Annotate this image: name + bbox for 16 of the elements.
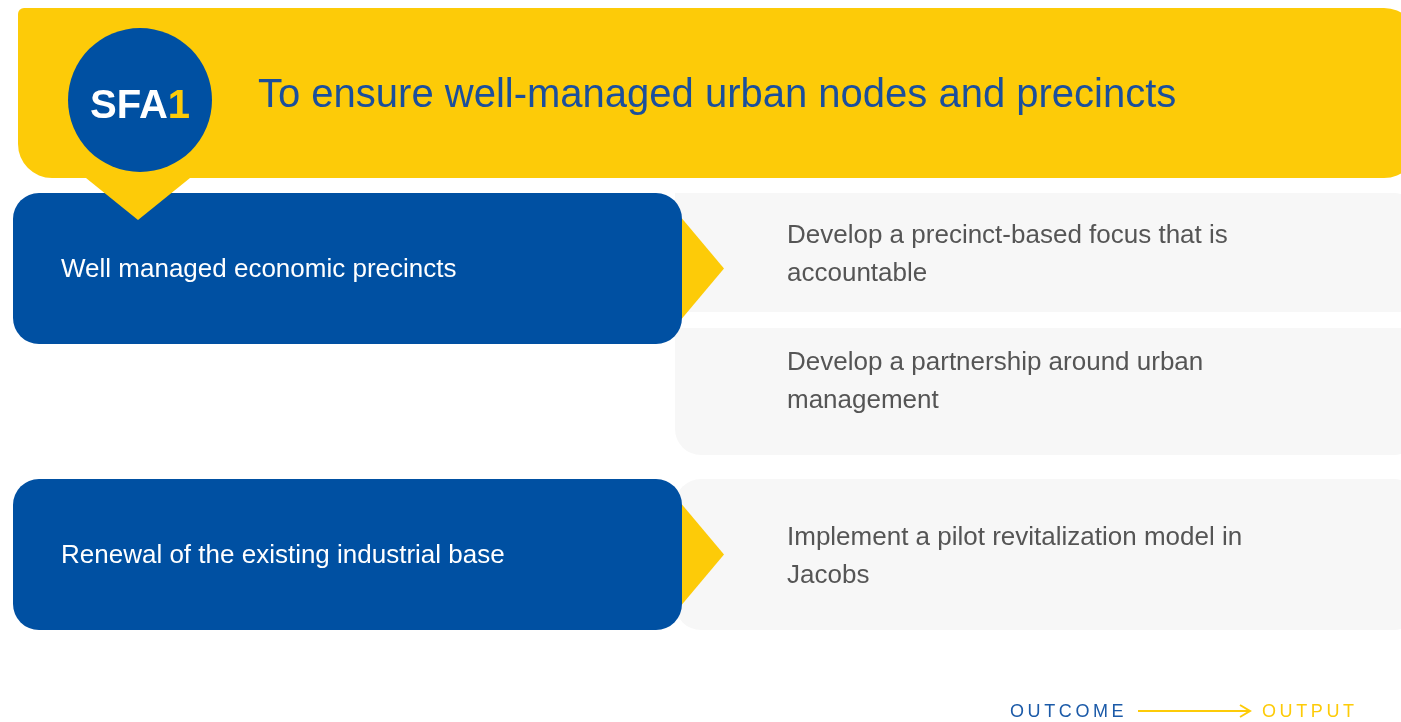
box-text: Well managed economic precincts bbox=[61, 251, 457, 285]
box-text: Develop a partnership around urban management bbox=[787, 345, 1205, 416]
box-text: Renewal of the existing industrial base bbox=[61, 537, 505, 571]
box-text: Implement a pilot revitalization model in Jacobs bbox=[787, 519, 1244, 591]
title-text: To ensure well-managed urban nodes and precincts bbox=[258, 70, 1177, 117]
outcome-box bbox=[13, 193, 682, 344]
output-panel bbox=[675, 328, 1401, 455]
output-panel bbox=[675, 193, 1401, 312]
outcome-box bbox=[13, 479, 682, 630]
arrow bbox=[1137, 704, 1251, 718]
chevron-arrow bbox=[682, 504, 724, 605]
chevron-arrow bbox=[682, 218, 724, 319]
badge-text: SFA1 bbox=[89, 81, 190, 128]
legend-label: OUTCOME bbox=[1010, 698, 1130, 722]
box-text: Develop a precinct-based focus that is accountable bbox=[787, 217, 1229, 289]
legend-label: OUTPUT bbox=[1262, 698, 1394, 722]
